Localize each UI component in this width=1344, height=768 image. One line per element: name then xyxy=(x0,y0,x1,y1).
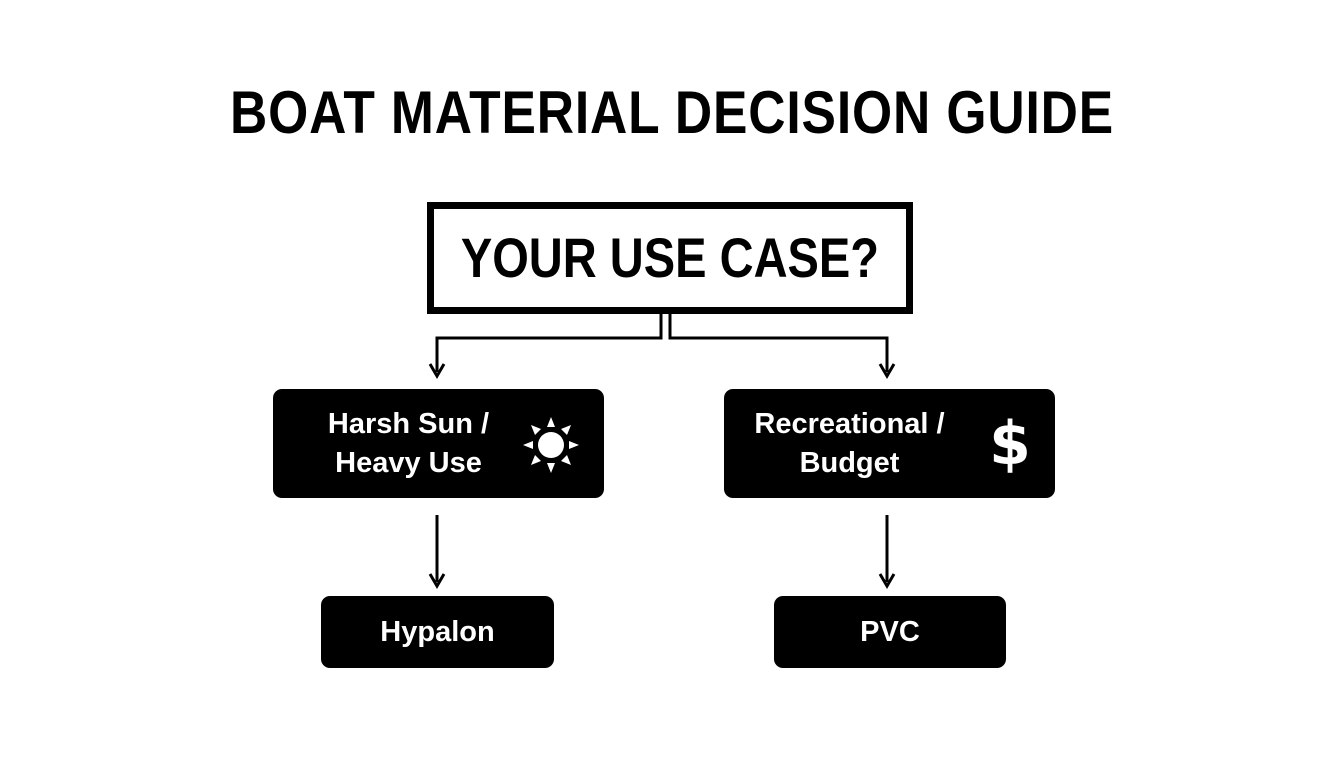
condition-label-recreational: Recreational / Budget xyxy=(754,405,944,483)
dollar-icon: $ xyxy=(989,409,1031,479)
result-node-pvc: PVC xyxy=(774,596,1006,668)
connector-root-to-left xyxy=(435,314,663,372)
arrowhead-right-branch xyxy=(878,363,896,379)
condition-line-2: Heavy Use xyxy=(335,446,482,479)
condition-label-harsh-sun: Harsh Sun / Heavy Use xyxy=(328,405,489,483)
condition-line-1: Harsh Sun / xyxy=(327,407,490,440)
arrowhead-left-branch xyxy=(428,363,446,379)
sun-icon xyxy=(523,417,579,473)
arrowhead-left-result xyxy=(428,573,446,589)
connector-root-to-right xyxy=(668,314,889,372)
result-label-hypalon: Hypalon xyxy=(380,615,495,648)
condition-line-2: Budget xyxy=(799,446,900,479)
root-question-box: YOUR USE CASE? xyxy=(427,202,913,314)
condition-node-recreational: Recreational / Budget xyxy=(724,389,1055,498)
result-label-pvc: PVC xyxy=(860,615,920,648)
result-node-hypalon: Hypalon xyxy=(321,596,554,668)
root-question-label: YOUR USE CASE? xyxy=(460,226,880,289)
arrowhead-right-result xyxy=(878,573,896,589)
condition-line-1: Recreational / xyxy=(754,407,945,440)
diagram-title: BOAT MATERIAL DECISION GUIDE xyxy=(229,79,1115,146)
